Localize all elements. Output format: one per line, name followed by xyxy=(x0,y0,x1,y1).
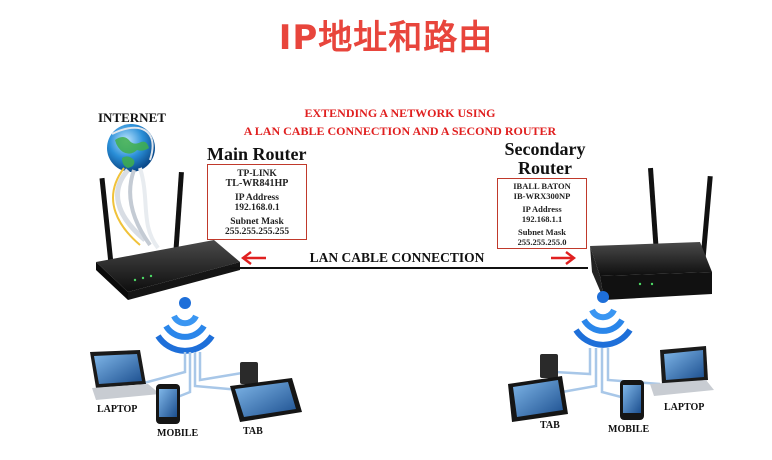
right-mobile-label: MOBILE xyxy=(608,424,650,435)
secondary-router-model: IB-WRX300NP xyxy=(513,190,571,201)
arrow-right-icon xyxy=(551,251,576,265)
tab-right-icon xyxy=(508,354,568,422)
main-router-mask: 255.255.255.255 xyxy=(224,227,290,237)
wifi-right-icon xyxy=(573,291,633,348)
page-title: IP地址和路由 xyxy=(278,18,494,58)
right-tab-label: TAB xyxy=(540,420,560,431)
laptop-right-icon xyxy=(650,346,714,396)
main-router-heading: Main Router xyxy=(207,144,307,164)
internet-cables xyxy=(112,167,160,250)
secondary-router-brand: IBALL BATON xyxy=(513,181,571,191)
arrow-left-icon xyxy=(241,251,266,265)
right-laptop-label: LAPTOP xyxy=(664,402,705,413)
left-mobile-label: MOBILE xyxy=(157,428,199,439)
internet-globe-icon xyxy=(107,124,155,172)
wifi-left-icon xyxy=(155,297,215,354)
left-device-links xyxy=(139,352,249,400)
mobile-right-icon xyxy=(620,380,644,420)
main-router-brand: TP-LINK xyxy=(237,169,277,179)
secondary-router-mask-label: Subnet Mask xyxy=(518,227,566,237)
secondary-router-heading-line-1: Secondary xyxy=(504,139,586,159)
main-router-info-box: TP-LINK TL-WR841HP IP Address 192.168.0.… xyxy=(207,164,307,240)
secondary-router-heading: Secondary Router xyxy=(500,140,590,178)
tab-left-icon xyxy=(230,362,302,422)
internet-label: INTERNET xyxy=(98,110,166,125)
secondary-router-info-box: IBALL BATON IB-WRX300NP IP Address 192.1… xyxy=(497,178,587,249)
main-router-icon xyxy=(96,171,240,300)
right-device-links xyxy=(554,348,661,400)
secondary-router-ip-label: IP Address xyxy=(522,204,562,214)
main-router-ip: 192.168.0.1 xyxy=(234,203,280,213)
laptop-left-icon xyxy=(90,350,160,400)
left-laptop-label: LAPTOP xyxy=(97,404,138,415)
secondary-router-ip: 192.168.1.1 xyxy=(521,213,563,224)
subtitle-line-1: EXTENDING A NETWORK USING xyxy=(304,106,496,120)
main-router-ip-label: IP Address xyxy=(235,193,279,203)
left-tab-label: TAB xyxy=(243,426,263,437)
secondary-router-icon xyxy=(590,167,713,300)
subtitle-line-2: A LAN CABLE CONNECTION AND A SECOND ROUT… xyxy=(243,124,557,138)
secondary-router-mask: 255.255.255.0 xyxy=(517,236,567,247)
lan-cable-label: LAN CABLE CONNECTION xyxy=(309,250,485,265)
main-router-model: TL-WR841HP xyxy=(225,178,289,189)
main-router-mask-label: Subnet Mask xyxy=(230,217,284,227)
secondary-router-heading-line-2: Router xyxy=(518,158,572,178)
mobile-left-icon xyxy=(156,384,180,424)
